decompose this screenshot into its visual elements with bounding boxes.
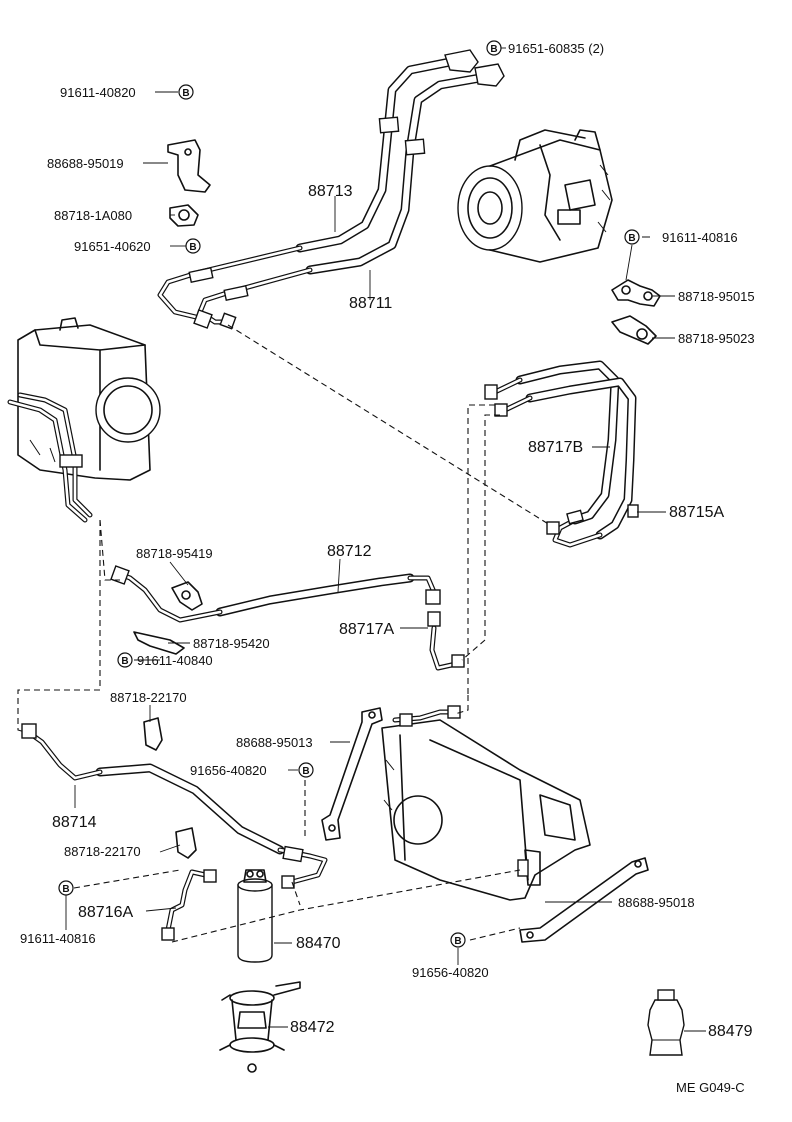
label-88711: 88711 xyxy=(349,295,392,312)
svg-text:B: B xyxy=(490,44,497,55)
clamp-88718-22170-b xyxy=(175,827,197,859)
label-88472: 88472 xyxy=(290,1019,335,1036)
badge-91656-40820-b: B xyxy=(450,932,466,948)
receiver-88470 xyxy=(237,869,273,963)
svg-text:B: B xyxy=(121,656,128,667)
label-88716A: 88716A xyxy=(78,904,133,921)
stay-88688-95018 xyxy=(519,857,649,943)
label-88718-95015: 88718-95015 xyxy=(678,289,755,304)
clamp-88718-95015 xyxy=(611,279,661,307)
svg-text:B: B xyxy=(628,233,635,244)
hose-88714 xyxy=(21,723,328,889)
cooling-unit-drawing xyxy=(7,317,161,523)
badge-91656-40820-a: B xyxy=(298,762,314,778)
compound-88479 xyxy=(647,989,685,1056)
label-91611-40840: 91611-40840 xyxy=(137,653,213,668)
label-88470: 88470 xyxy=(296,935,341,952)
bracket-88472 xyxy=(219,981,301,1073)
label-88717A: 88717A xyxy=(339,621,394,638)
stay-88688-95013 xyxy=(321,707,383,841)
pipe-88716A xyxy=(161,869,217,941)
label-88718-95023: 88718-95023 xyxy=(678,331,755,346)
connection-lines xyxy=(17,324,551,943)
svg-text:B: B xyxy=(454,936,461,947)
label-91651-40620: 91651-40620 xyxy=(74,239,151,254)
pipe-88717B-88715A xyxy=(484,360,639,548)
compressor-drawing xyxy=(457,129,613,263)
badge-91651-40620: B xyxy=(185,238,201,254)
label-88688-95019: 88688-95019 xyxy=(47,156,124,171)
label-91651-60835: 91651-60835 (2) xyxy=(508,41,604,56)
label-91611-40820: 91611-40820 xyxy=(60,85,136,100)
svg-text:B: B xyxy=(302,766,309,777)
condenser-drawing xyxy=(381,705,591,901)
svg-text:B: B xyxy=(182,88,189,99)
label-88479: 88479 xyxy=(708,1023,753,1040)
bracket-88718-95420 xyxy=(133,631,185,655)
label-88717B: 88717B xyxy=(528,439,583,456)
clamp-88718-22170-a xyxy=(143,717,163,751)
svg-text:B: B xyxy=(189,242,196,253)
clamp-88718-95419 xyxy=(171,581,203,611)
label-91611-40816-bot: 91611-40816 xyxy=(20,931,96,946)
badge-91611-40840: B xyxy=(117,652,133,668)
clamp-88718-1A080 xyxy=(169,204,199,227)
label-88688-95018: 88688-95018 xyxy=(618,895,695,910)
label-88718-1A080: 88718-1A080 xyxy=(54,208,132,223)
badge-91611-40820: B xyxy=(178,84,194,100)
label-88712: 88712 xyxy=(327,543,372,560)
part-labels: 91651-60835 (2) 91611-40820 88688-95019 … xyxy=(20,41,755,1095)
badge-91611-40816-top: B xyxy=(624,229,640,245)
clamp-88718-95023 xyxy=(611,315,657,345)
label-88714: 88714 xyxy=(52,814,97,831)
label-88718-22170-b: 88718-22170 xyxy=(64,844,141,859)
label-88718-95420: 88718-95420 xyxy=(193,636,270,651)
label-88688-95013: 88688-95013 xyxy=(236,735,313,750)
label-91611-40816-top: 91611-40816 xyxy=(662,230,738,245)
badge-91651-60835: B xyxy=(486,40,502,56)
label-88718-22170-a: 88718-22170 xyxy=(110,690,187,705)
label-91656-40820-b: 91656-40820 xyxy=(412,965,489,980)
pipe-88713-88711 xyxy=(157,49,505,330)
svg-text:B: B xyxy=(62,884,69,895)
bracket-88688-95019 xyxy=(167,139,211,193)
label-88718-95419: 88718-95419 xyxy=(136,546,213,561)
label-88713: 88713 xyxy=(308,183,353,200)
label-91656-40820-a: 91656-40820 xyxy=(190,763,267,778)
hose-88712 xyxy=(110,565,465,671)
figure-code: ME G049-C xyxy=(676,1080,745,1095)
badge-91611-40816-bot: B xyxy=(58,880,74,896)
label-88715A: 88715A xyxy=(669,504,724,521)
leader-lines xyxy=(65,47,706,1032)
